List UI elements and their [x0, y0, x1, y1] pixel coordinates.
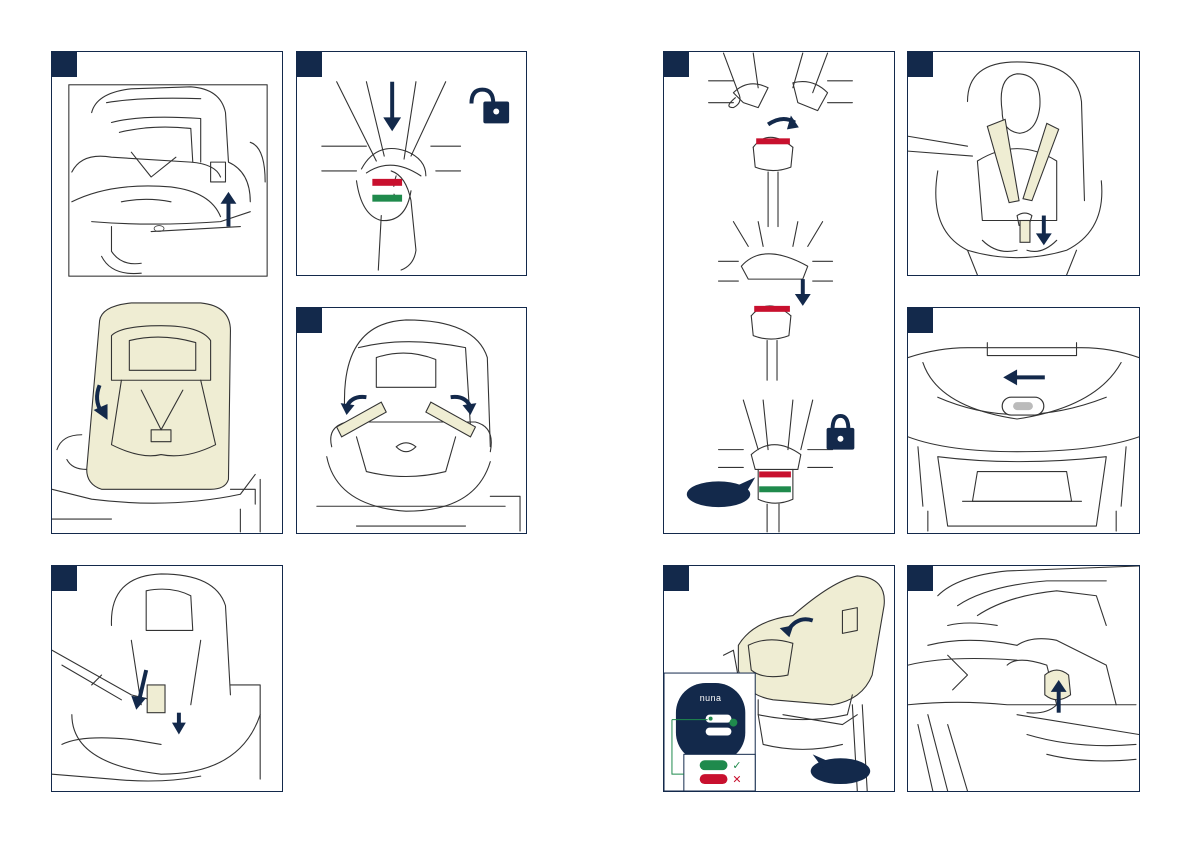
brand-logo: nuna	[700, 693, 722, 703]
step-badge	[52, 566, 77, 591]
indicator-green	[700, 760, 728, 770]
harness-tongue	[147, 685, 165, 713]
step-badge	[664, 52, 689, 77]
illustration-harness-adjust	[52, 566, 282, 791]
illustration-buckle-engage	[664, 52, 894, 533]
illustration-harness-pull	[908, 52, 1139, 275]
step-badge	[908, 308, 933, 333]
locked-padlock-icon	[827, 416, 855, 450]
illustration-shoulder-pads	[297, 308, 526, 533]
panel-harness-pull-tight	[907, 51, 1140, 276]
seat-shell	[738, 576, 884, 705]
step-badge	[908, 566, 933, 591]
step-badge	[664, 566, 689, 591]
step-badge	[52, 52, 77, 77]
step-badge	[908, 52, 933, 77]
panel-seat-insert-removal	[51, 51, 283, 534]
unlocked-padlock-icon	[471, 90, 509, 124]
panel-harness-adjust	[51, 565, 283, 792]
speech-bubble-icon	[811, 754, 870, 784]
panel-recline-lever	[907, 565, 1140, 792]
check-icon: ✓	[732, 759, 741, 772]
harness-strap-right	[1023, 123, 1059, 200]
panel-recline-indicator: nuna ✓ ✕	[663, 565, 895, 792]
panel-shoulder-pads-removal	[296, 307, 527, 534]
illustration-recline: nuna ✓ ✕	[664, 566, 894, 791]
speech-bubble-icon	[687, 477, 755, 507]
indicator-device: nuna	[676, 683, 745, 762]
step-badge	[297, 308, 322, 333]
illustration-recline-lever	[908, 566, 1139, 791]
step-badge	[297, 52, 322, 77]
illustration-seat	[52, 52, 282, 533]
buckle-green-indicator	[372, 195, 402, 202]
indicator-red	[700, 774, 728, 784]
cross-icon: ✕	[732, 773, 741, 786]
seat-insert	[87, 303, 231, 489]
up-arrow-icon-head	[221, 192, 237, 204]
panel-base-release	[907, 307, 1140, 534]
illustration-buckle-release	[297, 52, 526, 275]
down-arrow-icon	[139, 670, 146, 700]
illustration-base-release	[908, 308, 1139, 533]
panel-buckle-release	[296, 51, 527, 276]
buckle-red-indicator	[372, 179, 402, 186]
panel-buckle-engage	[663, 51, 895, 534]
